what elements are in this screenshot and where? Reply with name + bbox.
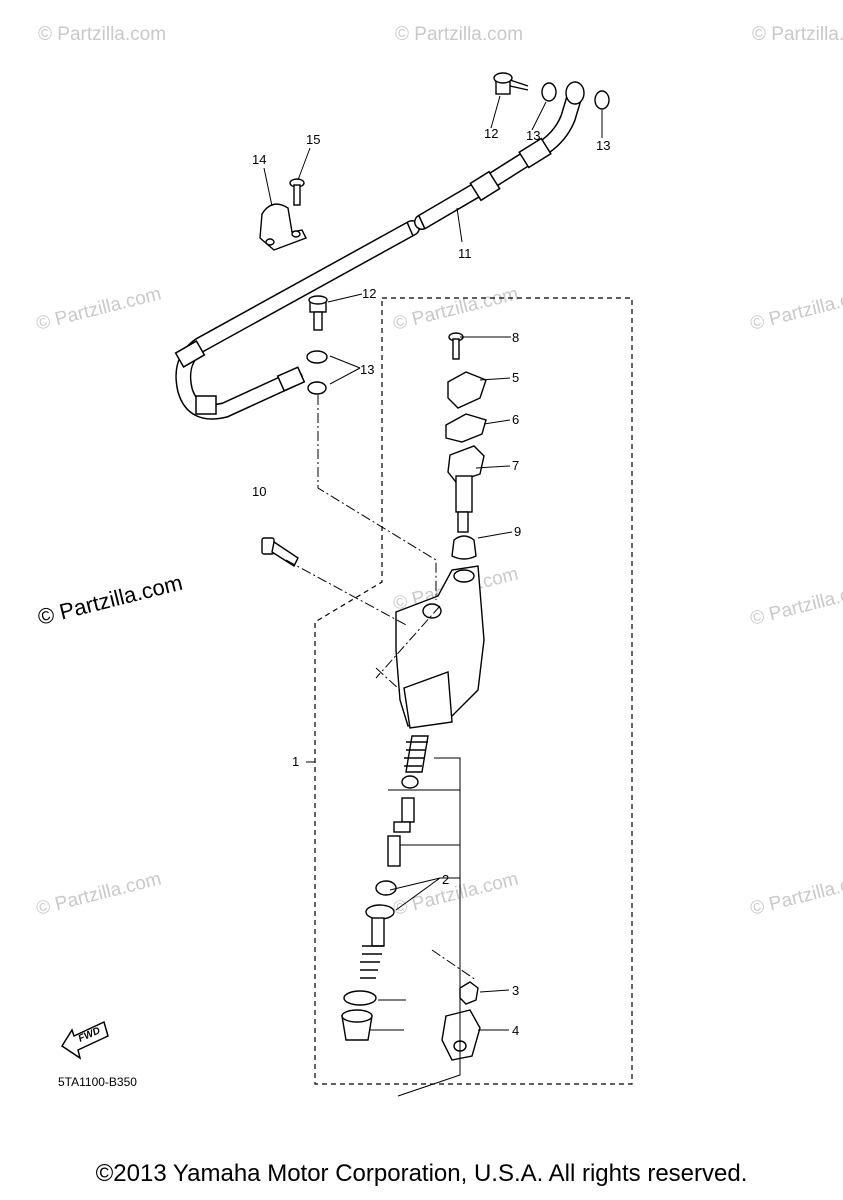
callout-5: 5 <box>512 370 519 385</box>
mounting-bolt <box>261 537 299 568</box>
clevis <box>441 1009 481 1061</box>
callout-13: 13 <box>596 138 610 153</box>
cap <box>447 371 487 409</box>
banjo-bolt-lower <box>308 295 328 331</box>
watermark: © Partzilla.com <box>748 579 843 630</box>
forward-arrow-icon: FWD <box>60 1020 109 1060</box>
callout-10: 10 <box>252 484 266 499</box>
banjo-fitting <box>565 81 585 105</box>
banjo-bolt-top <box>493 72 529 95</box>
watermark: © Partzilla.com <box>395 24 523 45</box>
copper-washer <box>541 82 557 102</box>
callout-8: 8 <box>512 330 519 345</box>
piston-kit <box>341 735 429 1041</box>
watermark-layer: © Partzilla.com © Partzilla.com © Partzi… <box>34 24 843 920</box>
copper-washer <box>594 90 610 110</box>
watermark-main: © Partzilla.com <box>35 570 185 630</box>
watermark: © Partzilla.com <box>391 284 520 335</box>
copper-washer <box>307 381 327 395</box>
callout-13: 13 <box>526 128 540 143</box>
leader-lines <box>263 95 603 1097</box>
callout-9: 9 <box>514 524 521 539</box>
callout-3: 3 <box>512 983 519 998</box>
locknut <box>459 981 479 1005</box>
diagram-reference-code: 5TA1100-B350 <box>58 1075 137 1089</box>
center-lines <box>285 395 477 981</box>
copyright-notice: ©2013 Yamaha Motor Corporation, U.S.A. A… <box>95 1160 748 1187</box>
callout-11: 11 <box>458 246 472 261</box>
watermark: © Partzilla.com <box>752 24 843 45</box>
diaphragm <box>447 445 485 533</box>
brake-hose <box>174 90 582 420</box>
callout-15: 15 <box>306 132 320 147</box>
clamp-screw <box>289 178 305 206</box>
watermark: © Partzilla.com <box>748 284 843 335</box>
watermark: © Partzilla.com <box>748 869 843 920</box>
watermark: © Partzilla.com <box>38 24 166 45</box>
callout-14: 14 <box>252 152 266 167</box>
callout-4: 4 <box>512 1023 519 1038</box>
callout-12: 12 <box>484 126 498 141</box>
diaphragm-plate <box>445 413 487 443</box>
callout-6: 6 <box>512 412 519 427</box>
watermark: © Partzilla.com <box>34 284 163 335</box>
callout-1: 1 <box>292 754 299 769</box>
watermark: © Partzilla.com <box>391 869 520 920</box>
watermark: © Partzilla.com <box>34 869 163 920</box>
hose-clamp <box>259 203 307 251</box>
callout-12: 12 <box>362 286 376 301</box>
callout-7: 7 <box>512 458 519 473</box>
copper-washer <box>306 350 328 364</box>
master-cylinder-body <box>395 565 485 729</box>
reservoir-cap-seal <box>451 535 477 560</box>
assembly-boundary <box>314 297 633 1085</box>
callout-13: 13 <box>360 362 374 377</box>
callout-2: 2 <box>442 872 449 887</box>
